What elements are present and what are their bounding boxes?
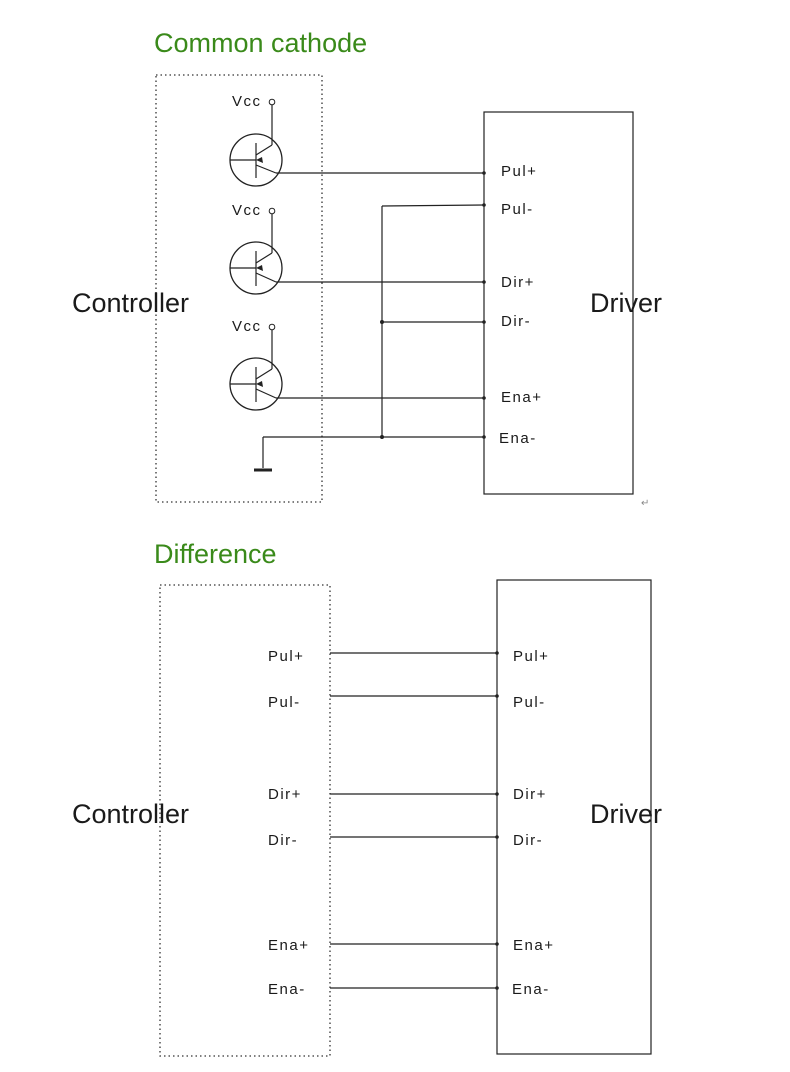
diff-controller-label: Controller [72,799,189,829]
diff-controller-boundary [159,584,331,1057]
diff-ctrl-pin-dir-plus: Dir+ [268,786,302,803]
cc-driver-label: Driver [590,288,662,318]
diff-driver-label: Driver [590,799,662,829]
vcc-label-2: Vcc [232,202,262,219]
cc-driver-box [483,111,634,495]
vcc-label-3: Vcc [232,318,262,335]
diff-controller-pins: Pul+ Pul- Dir+ Dir- Ena+ Ena- [268,648,309,998]
diff-ctrl-pin-dir-minus: Dir- [268,832,298,849]
common-cathode-title: Common cathode [154,28,367,58]
cc-controller-label: Controller [72,288,189,318]
common-cathode-section: Common cathode Controller Driver Vcc Vcc [72,28,662,509]
cc-driver-pin-dots [482,171,486,439]
diff-driver-pin-ena-plus: Ena+ [513,937,554,954]
diff-ctrl-pin-ena-minus: Ena- [268,981,306,998]
diff-ctrl-pin-pul-plus: Pul+ [268,648,304,665]
vcc-terminal-1 [268,98,276,106]
cc-driver-pin-pul-minus: Pul- [501,201,534,218]
transistor-2: Vcc [229,202,484,295]
common-return-bus [254,204,485,472]
cc-driver-pin-dir-minus: Dir- [501,313,531,330]
vcc-terminal-3 [268,323,276,331]
diff-driver-pin-dir-plus: Dir+ [513,786,547,803]
vcc-terminal-2 [268,207,276,215]
vcc-label-1: Vcc [232,93,262,110]
cc-controller-boundary [155,74,323,503]
cc-driver-pins: Pul+ Pul- Dir+ Dir- Ena+ Ena- [499,163,542,447]
diff-wires [330,651,499,990]
diff-driver-pin-pul-plus: Pul+ [513,648,549,665]
transistor-1: Vcc [229,93,484,187]
cc-driver-pin-ena-minus: Ena- [499,430,537,447]
diff-driver-pin-dir-minus: Dir- [513,832,543,849]
transistor-3: Vcc [229,318,484,411]
diff-ctrl-pin-ena-plus: Ena+ [268,937,309,954]
cc-driver-pin-pul-plus: Pul+ [501,163,537,180]
difference-title: Difference [154,539,277,569]
diff-driver-pin-pul-minus: Pul- [513,694,546,711]
diff-driver-pins: Pul+ Pul- Dir+ Dir- Ena+ Ena- [512,648,554,998]
diff-driver-box [496,579,652,1055]
cc-driver-pin-ena-plus: Ena+ [501,389,542,406]
diff-ctrl-pin-pul-minus: Pul- [268,694,301,711]
cc-driver-pin-dir-plus: Dir+ [501,274,535,291]
diff-driver-pin-ena-minus: Ena- [512,981,550,998]
return-mark: ↵ [641,498,649,509]
difference-section: Difference Controller Driver Pul+ Pul- D… [72,539,662,1057]
